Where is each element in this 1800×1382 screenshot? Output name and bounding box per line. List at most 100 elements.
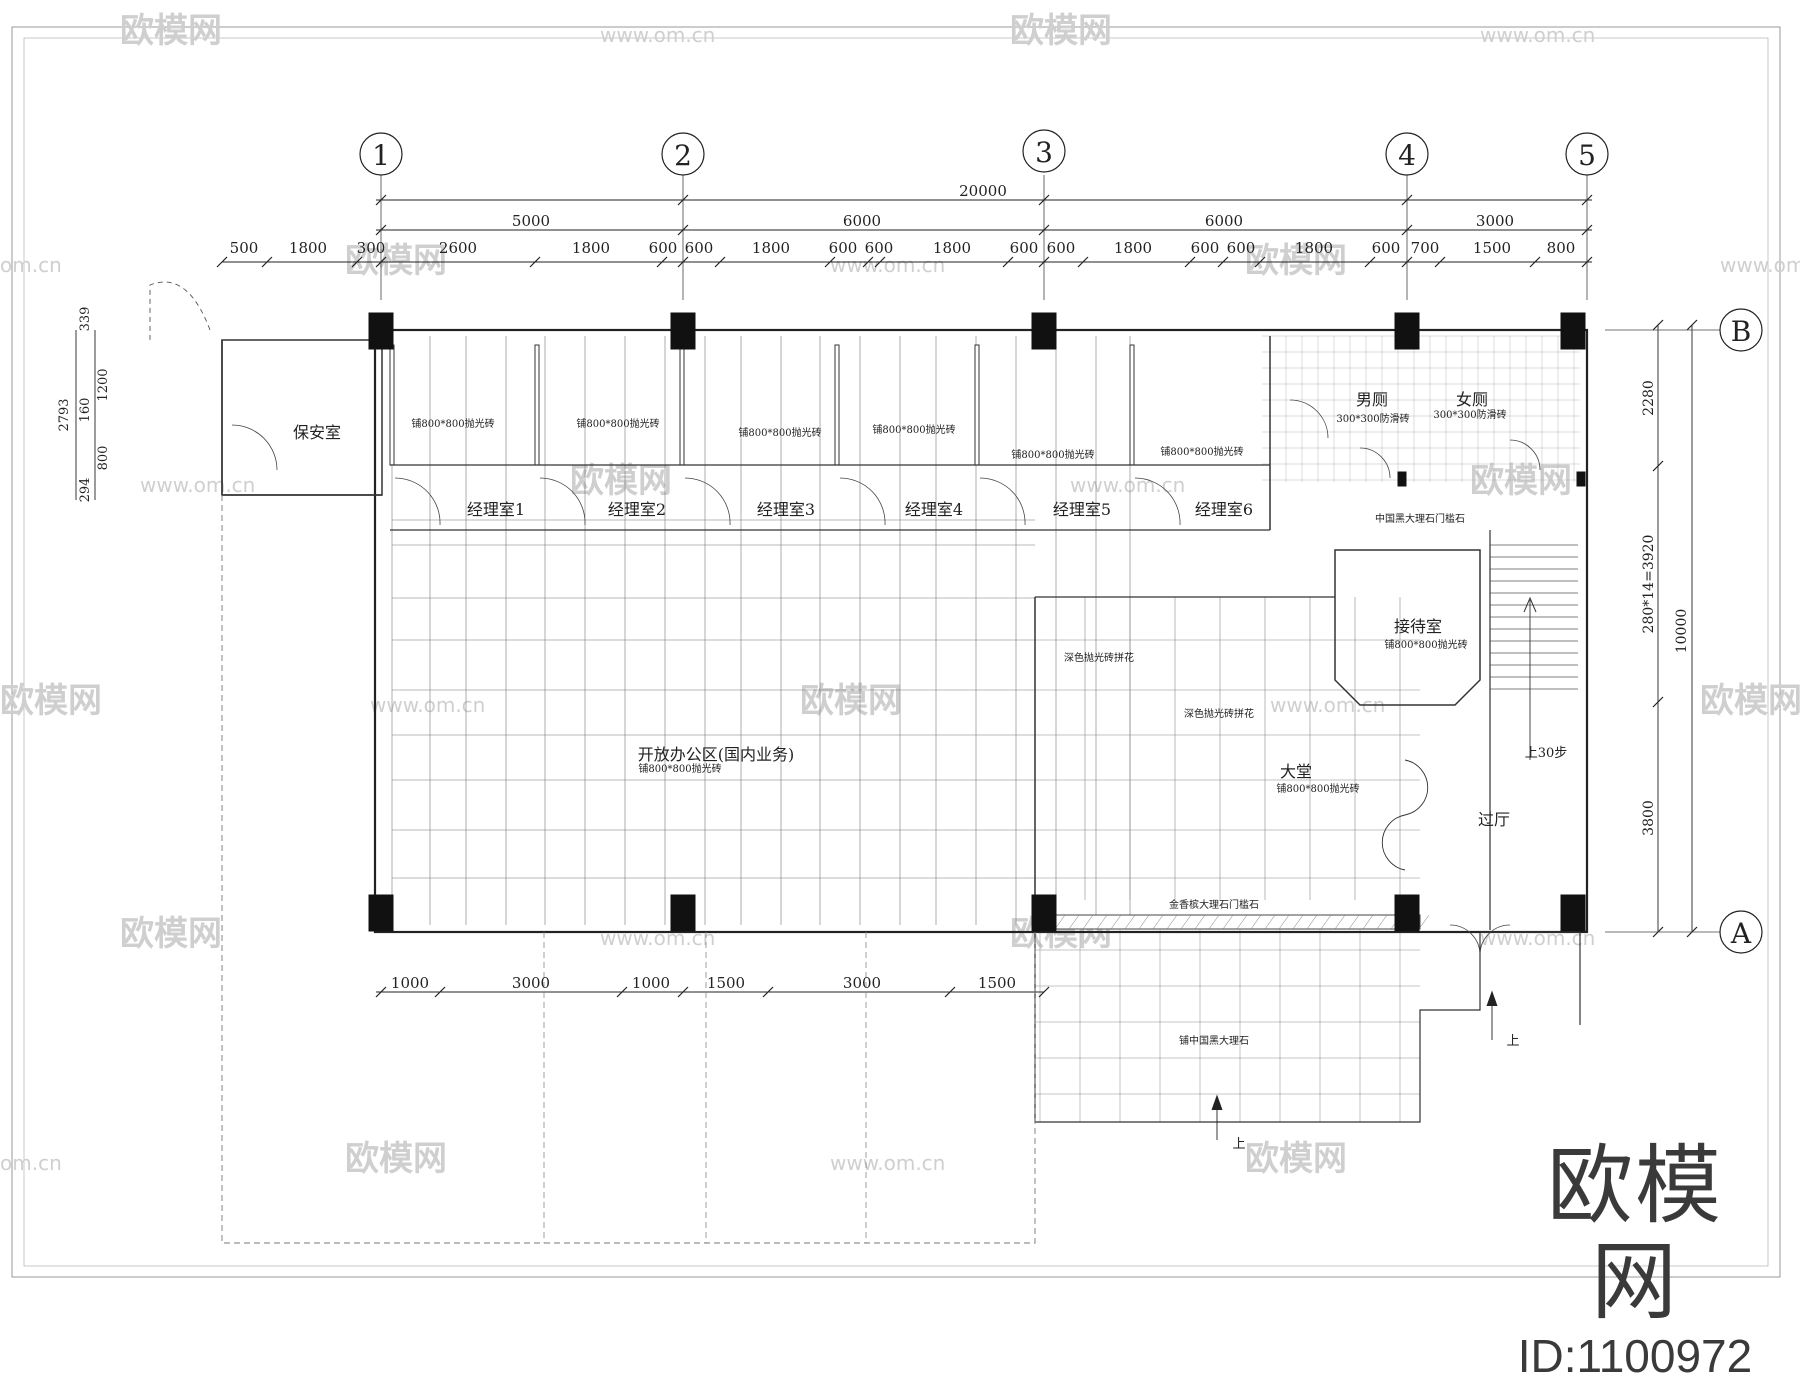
dim-detail: 600	[1227, 239, 1256, 257]
sill-hatch	[1292, 914, 1304, 930]
door-swing	[839, 477, 886, 526]
dim-detail: 600	[829, 239, 858, 257]
watermark-url: www.om.cn	[370, 693, 485, 717]
dim-detail: 1800	[1114, 239, 1152, 257]
dim-detail: 1800	[1295, 239, 1333, 257]
plan-geometry	[75, 175, 1720, 1244]
note-black-sill: 中国黑大理石门槛石	[1375, 512, 1465, 525]
dim-tick	[714, 256, 726, 268]
sill-hatch	[1376, 914, 1388, 930]
dim-detail: 2600	[439, 239, 477, 257]
door-swing	[684, 477, 731, 526]
dim-detail: 800	[1547, 239, 1576, 257]
watermark-logo: 欧模网	[1700, 681, 1800, 721]
dim-tick	[529, 256, 541, 268]
dim-tick	[1217, 256, 1229, 268]
dim-tick	[1002, 256, 1014, 268]
watermark-logo: 欧模网	[120, 11, 222, 51]
dim-detail: 1800	[752, 239, 790, 257]
dim-tick	[1652, 460, 1664, 472]
sill-hatch	[1264, 914, 1276, 930]
dim-detail: 600	[685, 239, 714, 257]
sill-hatch	[1194, 914, 1206, 930]
dim-right: 3800	[1641, 800, 1657, 836]
axis-label-1: 1	[372, 139, 390, 172]
room-lobby: 大堂	[1280, 762, 1312, 781]
sill-hatch	[1082, 914, 1094, 930]
entrance-steps	[1034, 932, 1481, 1123]
dim-right: 2280	[1641, 380, 1657, 416]
note-tile: 铺800*800抛光砖	[872, 423, 955, 436]
sill-hatch	[1152, 914, 1164, 930]
dim-tick	[862, 256, 874, 268]
note-black-paving: 铺中国黑大理石	[1179, 1034, 1249, 1047]
partition-wall	[679, 344, 685, 466]
floor-plan-drawing: 欧模网欧模网欧模网欧模网欧模网欧模网欧模网欧模网欧模网欧模网欧模网欧模网欧模网w…	[0, 11, 1800, 1278]
sill-hatch	[1236, 914, 1248, 930]
sill-hatch	[1166, 914, 1178, 930]
drawing-border-inner	[23, 37, 1769, 1267]
dim-bottom: 1500	[978, 974, 1016, 992]
room-women-toilet: 女厕	[1456, 390, 1488, 409]
dim-bottom: 3000	[512, 974, 550, 992]
exterior-wall	[373, 328, 1589, 934]
door-swing	[1381, 814, 1406, 871]
note-tile: 铺800*800抛光砖	[1011, 448, 1094, 461]
axis-label-A: A	[1730, 917, 1752, 950]
dim-tick	[824, 256, 836, 268]
dim-span-2: 6000	[843, 212, 881, 230]
door-swing	[1449, 924, 1481, 956]
up-arrow-head	[1486, 990, 1498, 1007]
sill-hatch	[1250, 914, 1262, 930]
dim-span-4: 3000	[1476, 212, 1514, 230]
dim-bottom: 1000	[632, 974, 670, 992]
dim-left: 294	[78, 478, 93, 503]
site-boundary	[221, 495, 1036, 1244]
partition-wall	[534, 344, 540, 466]
sill-hatch	[1054, 914, 1066, 930]
dim-tick	[375, 256, 387, 268]
door-swing	[1289, 399, 1329, 439]
watermark-url: www.om.cn	[600, 926, 715, 950]
watermark-logo: 欧模网	[1245, 1139, 1347, 1179]
brand-block: 欧模网 ID:1100972	[1510, 1138, 1760, 1382]
watermark-url: om.cn	[0, 1151, 62, 1175]
axis-label-4: 4	[1398, 139, 1416, 172]
structural-column	[1031, 312, 1057, 350]
dim-left: 339	[78, 307, 93, 332]
structural-column	[670, 894, 696, 932]
dim-overall: 20000	[959, 182, 1007, 200]
watermark-logo: 欧模网	[570, 461, 672, 501]
sill-hatch	[1334, 914, 1346, 930]
dim-bottom: 1000	[391, 974, 429, 992]
dim-tick	[1077, 256, 1089, 268]
door-swing	[539, 477, 586, 526]
note-dark-pattern: 深色抛光砖拼花	[1064, 651, 1134, 664]
watermark-logo: 欧模网	[345, 1139, 447, 1179]
sill-hatch	[1208, 914, 1220, 930]
note-toilet-tile: 300*300防滑砖	[1336, 412, 1409, 425]
watermark-logo: 欧模网	[1245, 241, 1347, 281]
watermark-layer: 欧模网欧模网欧模网欧模网欧模网欧模网欧模网欧模网欧模网欧模网欧模网欧模网欧模网w…	[0, 11, 1800, 1179]
dim-detail: 700	[1411, 239, 1440, 257]
dim-detail: 500	[230, 239, 259, 257]
structural-column	[368, 894, 394, 932]
dim-tick	[1581, 256, 1593, 268]
sill-hatch	[1222, 914, 1234, 930]
structural-column	[1394, 312, 1420, 350]
room-open-office: 开放办公区(国内业务)	[638, 745, 795, 764]
note-up: 上	[1506, 1034, 1519, 1049]
room-manager-5: 经理室5	[1053, 500, 1111, 519]
watermark-url: www.om.cn	[830, 1151, 945, 1175]
door-swing	[1509, 439, 1541, 471]
watermark-logo: 欧模网	[800, 681, 902, 721]
room-reception: 接待室	[1394, 617, 1442, 636]
note-tile: 铺800*800抛光砖	[411, 417, 494, 430]
dim-tick	[375, 986, 387, 998]
dim-detail: 300	[357, 239, 386, 257]
dim-tick	[874, 256, 886, 268]
room-men-toilet: 男厕	[1356, 390, 1388, 409]
sill-hatch	[1180, 914, 1192, 930]
room-hall: 过厅	[1478, 810, 1510, 829]
structural-column	[1560, 312, 1586, 350]
